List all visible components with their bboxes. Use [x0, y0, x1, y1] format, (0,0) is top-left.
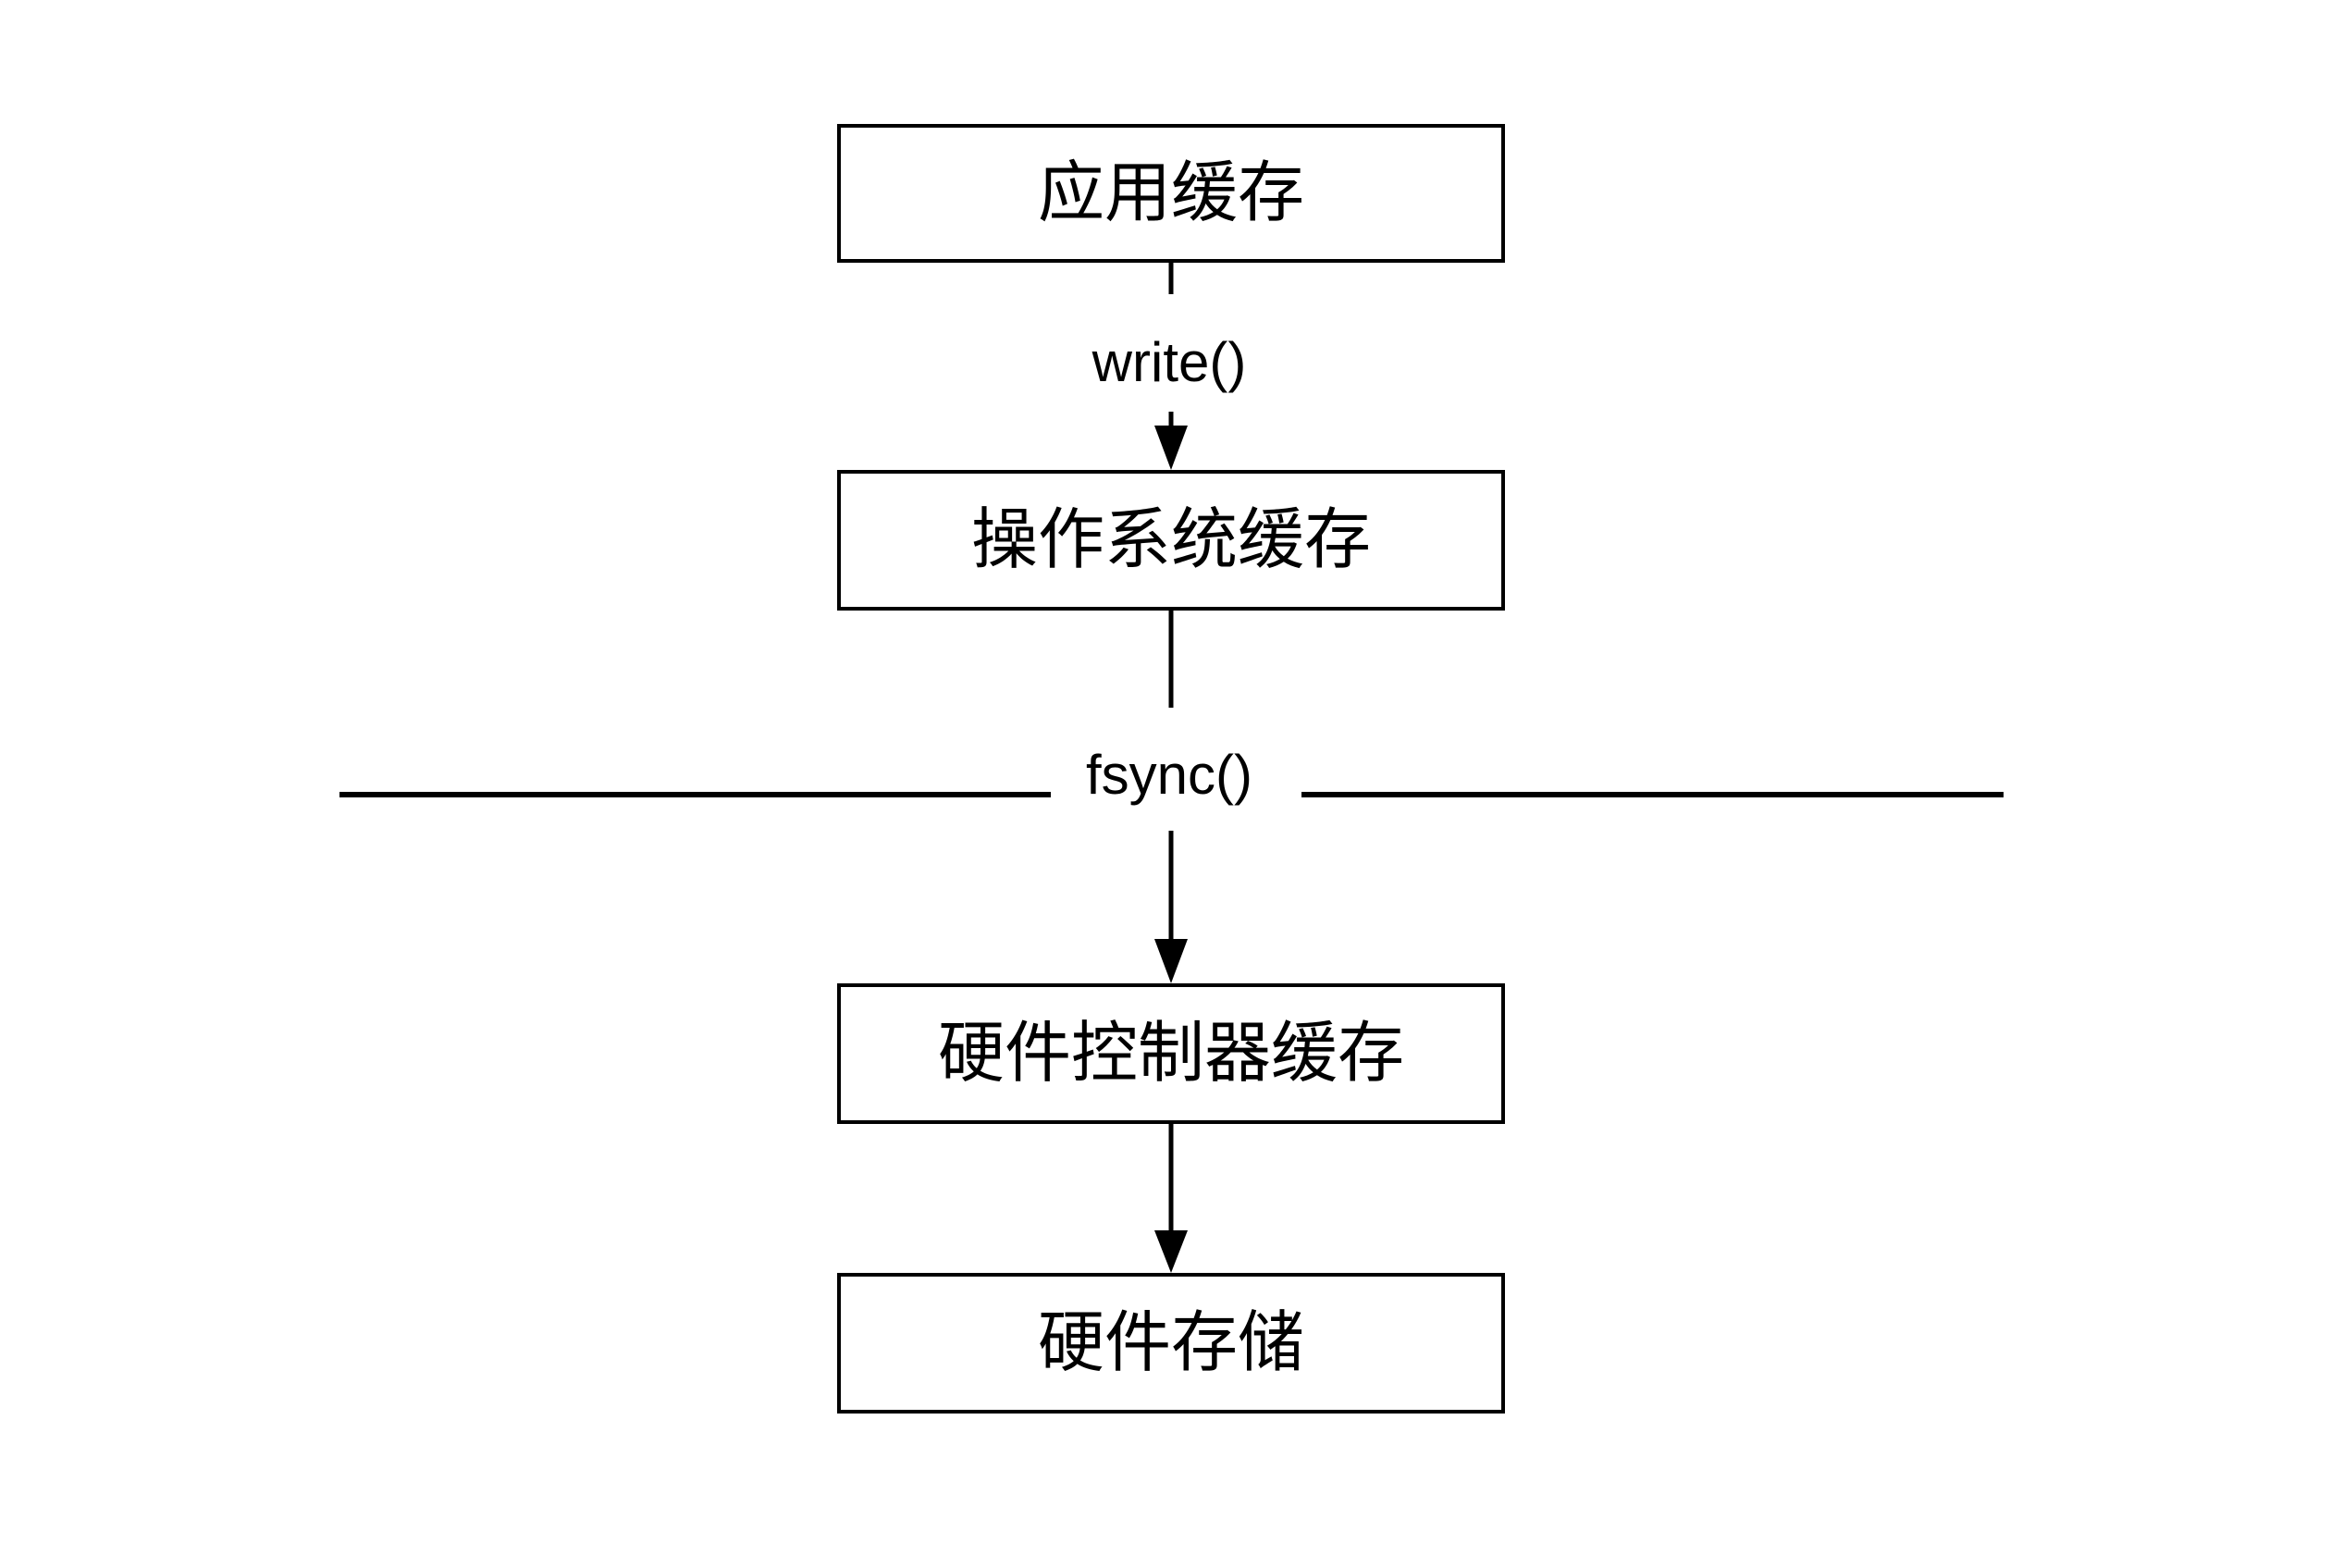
node-app-cache: 应用缓存	[837, 124, 1505, 263]
arrowhead-down-icon	[1154, 1230, 1188, 1273]
node-os-cache: 操作系统缓存	[837, 470, 1505, 611]
node-hw-storage: 硬件存储	[837, 1273, 1505, 1414]
node-hw-controller-cache: 硬件控制器缓存	[837, 983, 1505, 1124]
node-hw-storage-label: 硬件存储	[1037, 1306, 1304, 1380]
arrowhead-down-icon	[1154, 426, 1188, 470]
edge-label-fsync: fsync()	[1086, 744, 1252, 806]
edge-label-write: write()	[1092, 331, 1247, 393]
node-os-cache-label: 操作系统缓存	[970, 503, 1371, 577]
arrowhead-down-icon	[1154, 939, 1188, 983]
node-hw-controller-cache-label: 硬件控制器缓存	[937, 1017, 1404, 1091]
node-app-cache-label: 应用缓存	[1037, 156, 1304, 230]
